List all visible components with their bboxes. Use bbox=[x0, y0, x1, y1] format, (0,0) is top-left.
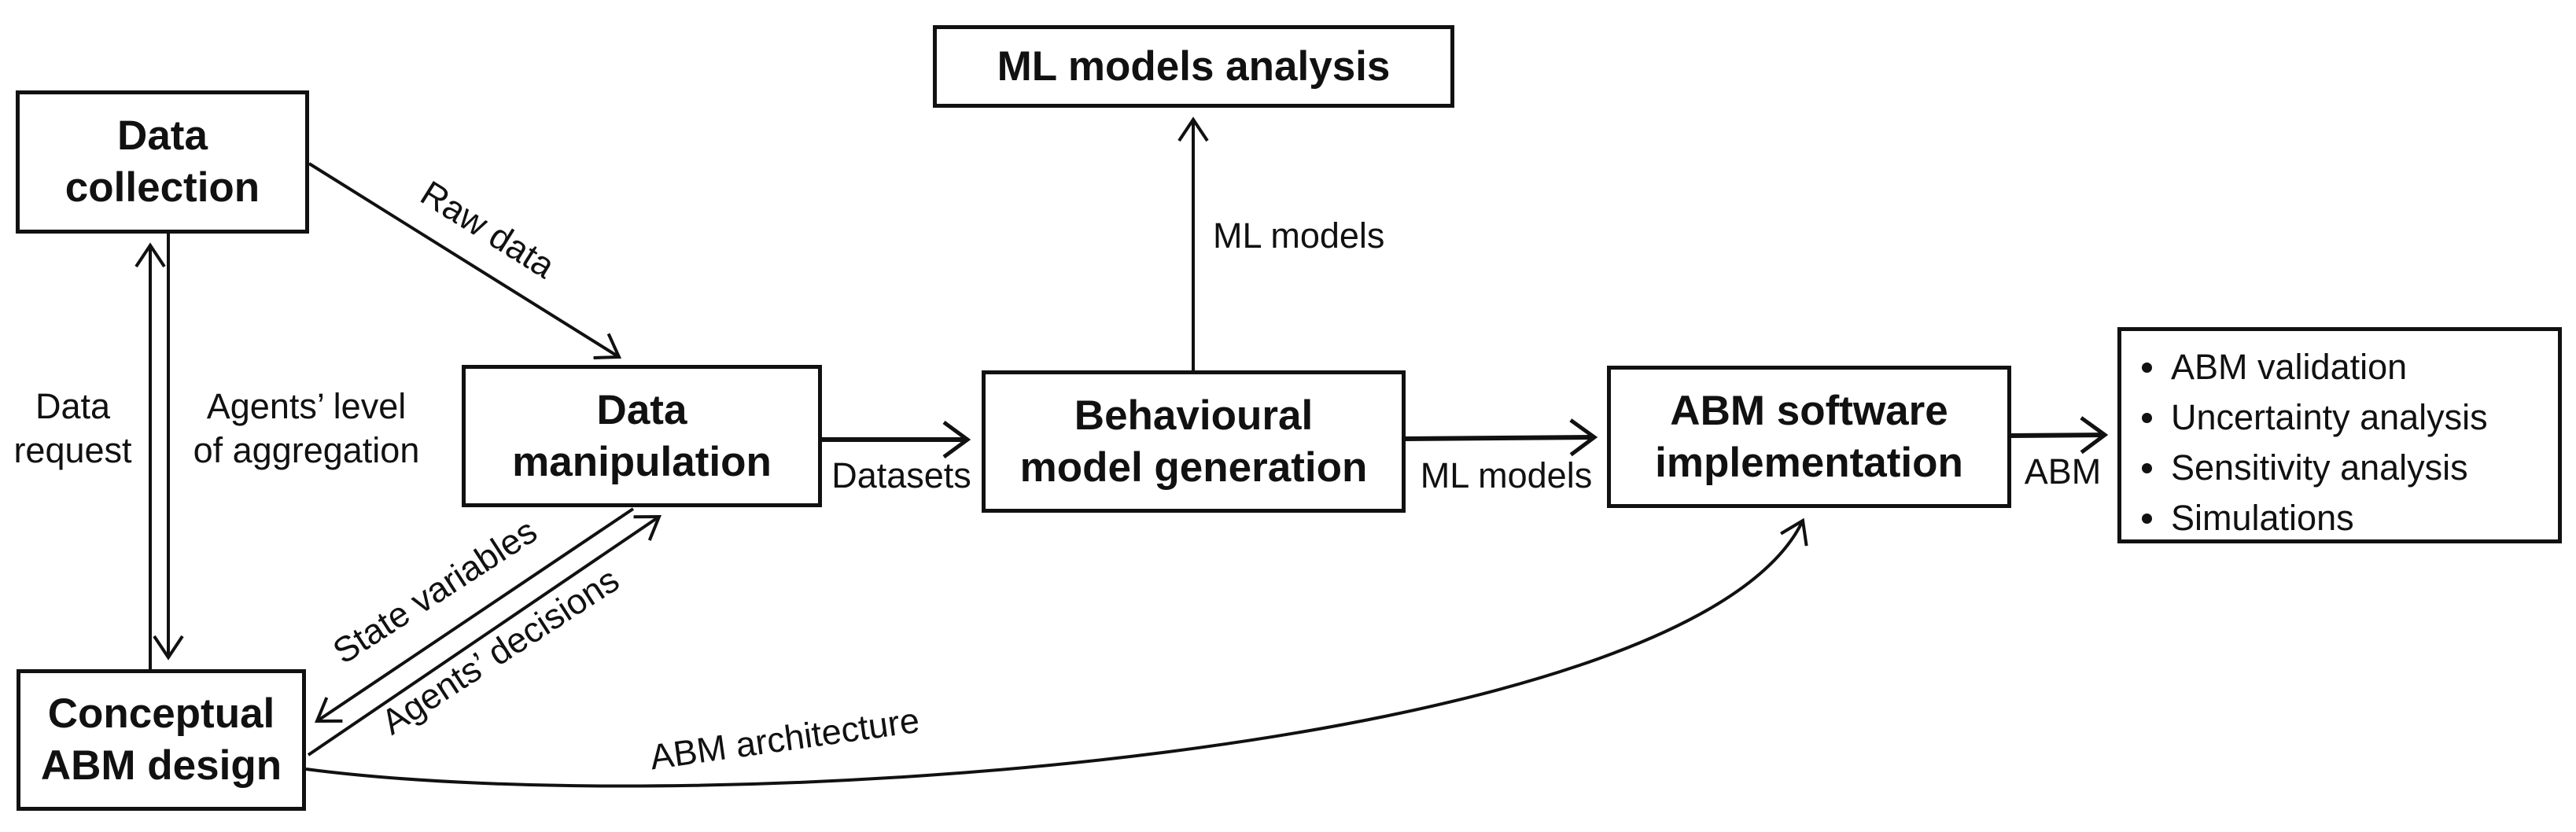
node-data-manipulation: Data manipulation bbox=[462, 365, 822, 507]
edge-label-abm: ABM bbox=[2024, 451, 2102, 491]
edge-ml-models-right bbox=[1405, 418, 1598, 457]
list-item-label: Sensitivity analysis bbox=[2171, 447, 2468, 488]
list-item: Uncertainty analysis bbox=[2142, 392, 2488, 443]
node-title-line: ABM design bbox=[40, 742, 282, 789]
list-item-label: Simulations bbox=[2171, 498, 2354, 538]
edge-label-datasets: Datasets bbox=[831, 455, 971, 495]
bullet-dot-icon bbox=[2142, 513, 2152, 524]
node-abm-software-implementation: ABM software implementation bbox=[1607, 366, 2011, 508]
bullet-dot-icon bbox=[2142, 462, 2152, 473]
node-title-line: ABM software bbox=[1670, 387, 1948, 434]
bullet-dot-icon bbox=[2142, 362, 2152, 373]
edge-abm-architecture bbox=[305, 517, 1808, 788]
list-item: ABM validation bbox=[2142, 342, 2407, 392]
edge-raw-data bbox=[308, 162, 622, 359]
edge-label-line: of aggregation bbox=[193, 430, 420, 470]
edge-abm bbox=[2010, 416, 2109, 455]
node-data-collection: Data collection bbox=[16, 90, 309, 234]
edge-label-line: request bbox=[13, 430, 132, 470]
node-title-line: model generation bbox=[1019, 444, 1368, 491]
node-title-line: collection bbox=[64, 164, 260, 211]
node-title-line: Behavioural bbox=[1074, 392, 1314, 439]
node-title-line: Conceptual bbox=[47, 690, 275, 737]
edge-label-ml-models-up: ML models bbox=[1213, 215, 1385, 256]
edge-label-line: Agents’ level bbox=[206, 386, 407, 426]
node-ml-models-analysis: ML models analysis bbox=[933, 25, 1454, 108]
node-title-line: manipulation bbox=[512, 438, 772, 485]
list-item: Sensitivity analysis bbox=[2142, 443, 2468, 493]
edge-state-variables bbox=[315, 507, 635, 723]
list-item-label: Uncertainty analysis bbox=[2171, 397, 2488, 437]
node-title-line: ML models analysis bbox=[997, 42, 1391, 90]
list-item: Simulations bbox=[2142, 493, 2354, 543]
node-outcomes-list: ABM validation Uncertainty analysis Sens… bbox=[2117, 327, 2562, 543]
edge-agents-decisions bbox=[307, 514, 662, 757]
edge-label-data-request: Data request bbox=[4, 385, 142, 473]
node-behavioural-model-generation: Behavioural model generation bbox=[982, 370, 1406, 513]
edge-label-line: Data bbox=[35, 386, 111, 426]
node-title-line: Data bbox=[117, 112, 208, 159]
edge-label-ml-models-right: ML models bbox=[1420, 455, 1593, 495]
bullet-dot-icon bbox=[2142, 412, 2152, 423]
list-item-label: ABM validation bbox=[2171, 347, 2408, 387]
node-title-line: implementation bbox=[1655, 439, 1963, 486]
node-conceptual-abm-design: Conceptual ABM design bbox=[17, 669, 306, 811]
edge-label-agents-level: Agents’ level of aggregation bbox=[175, 385, 438, 473]
node-title-line: Data bbox=[596, 386, 687, 433]
